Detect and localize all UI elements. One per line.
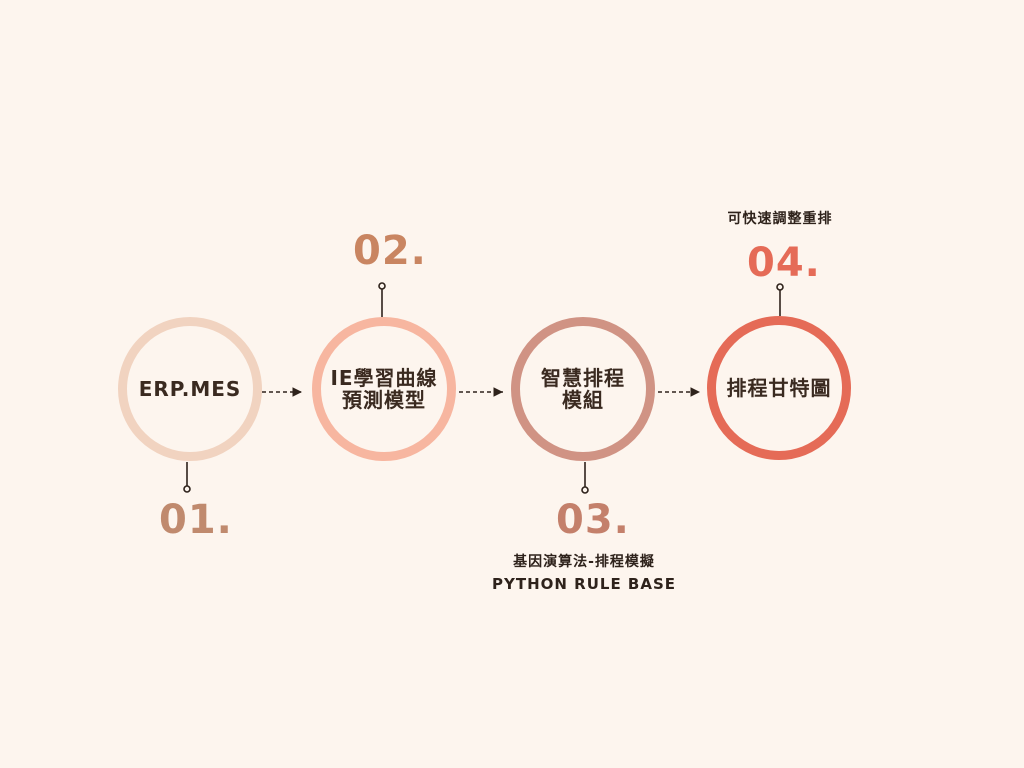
step-3-note-line-1: 基因演算法-排程模擬 bbox=[513, 554, 655, 570]
pin-dot-2 bbox=[378, 282, 386, 290]
step-2-circle: IE學習曲線 預測模型 bbox=[312, 317, 456, 461]
pin-dot-3 bbox=[581, 486, 589, 494]
step-2-number: 02. bbox=[353, 228, 427, 274]
pin-dot-1 bbox=[183, 485, 191, 493]
step-3-note-line-2: PYTHON RULE BASE bbox=[491, 575, 677, 593]
step-4-label: 排程甘特圖 bbox=[726, 376, 832, 400]
step-3-label: 智慧排程 模組 bbox=[541, 366, 625, 412]
step-1-circle: ERP.MES bbox=[118, 317, 262, 461]
pin-dot-4 bbox=[776, 283, 784, 291]
step-4-note: 可快速調整重排 bbox=[727, 211, 833, 227]
step-1-number: 01. bbox=[159, 497, 233, 543]
step-4-circle: 排程甘特圖 bbox=[707, 316, 851, 460]
step-2-label: IE學習曲線 預測模型 bbox=[330, 366, 438, 412]
step-3-number: 03. bbox=[556, 497, 630, 543]
step-4-number: 04. bbox=[747, 240, 821, 286]
step-1-label: ERP.MES bbox=[138, 377, 242, 401]
step-3-circle: 智慧排程 模組 bbox=[511, 317, 655, 461]
